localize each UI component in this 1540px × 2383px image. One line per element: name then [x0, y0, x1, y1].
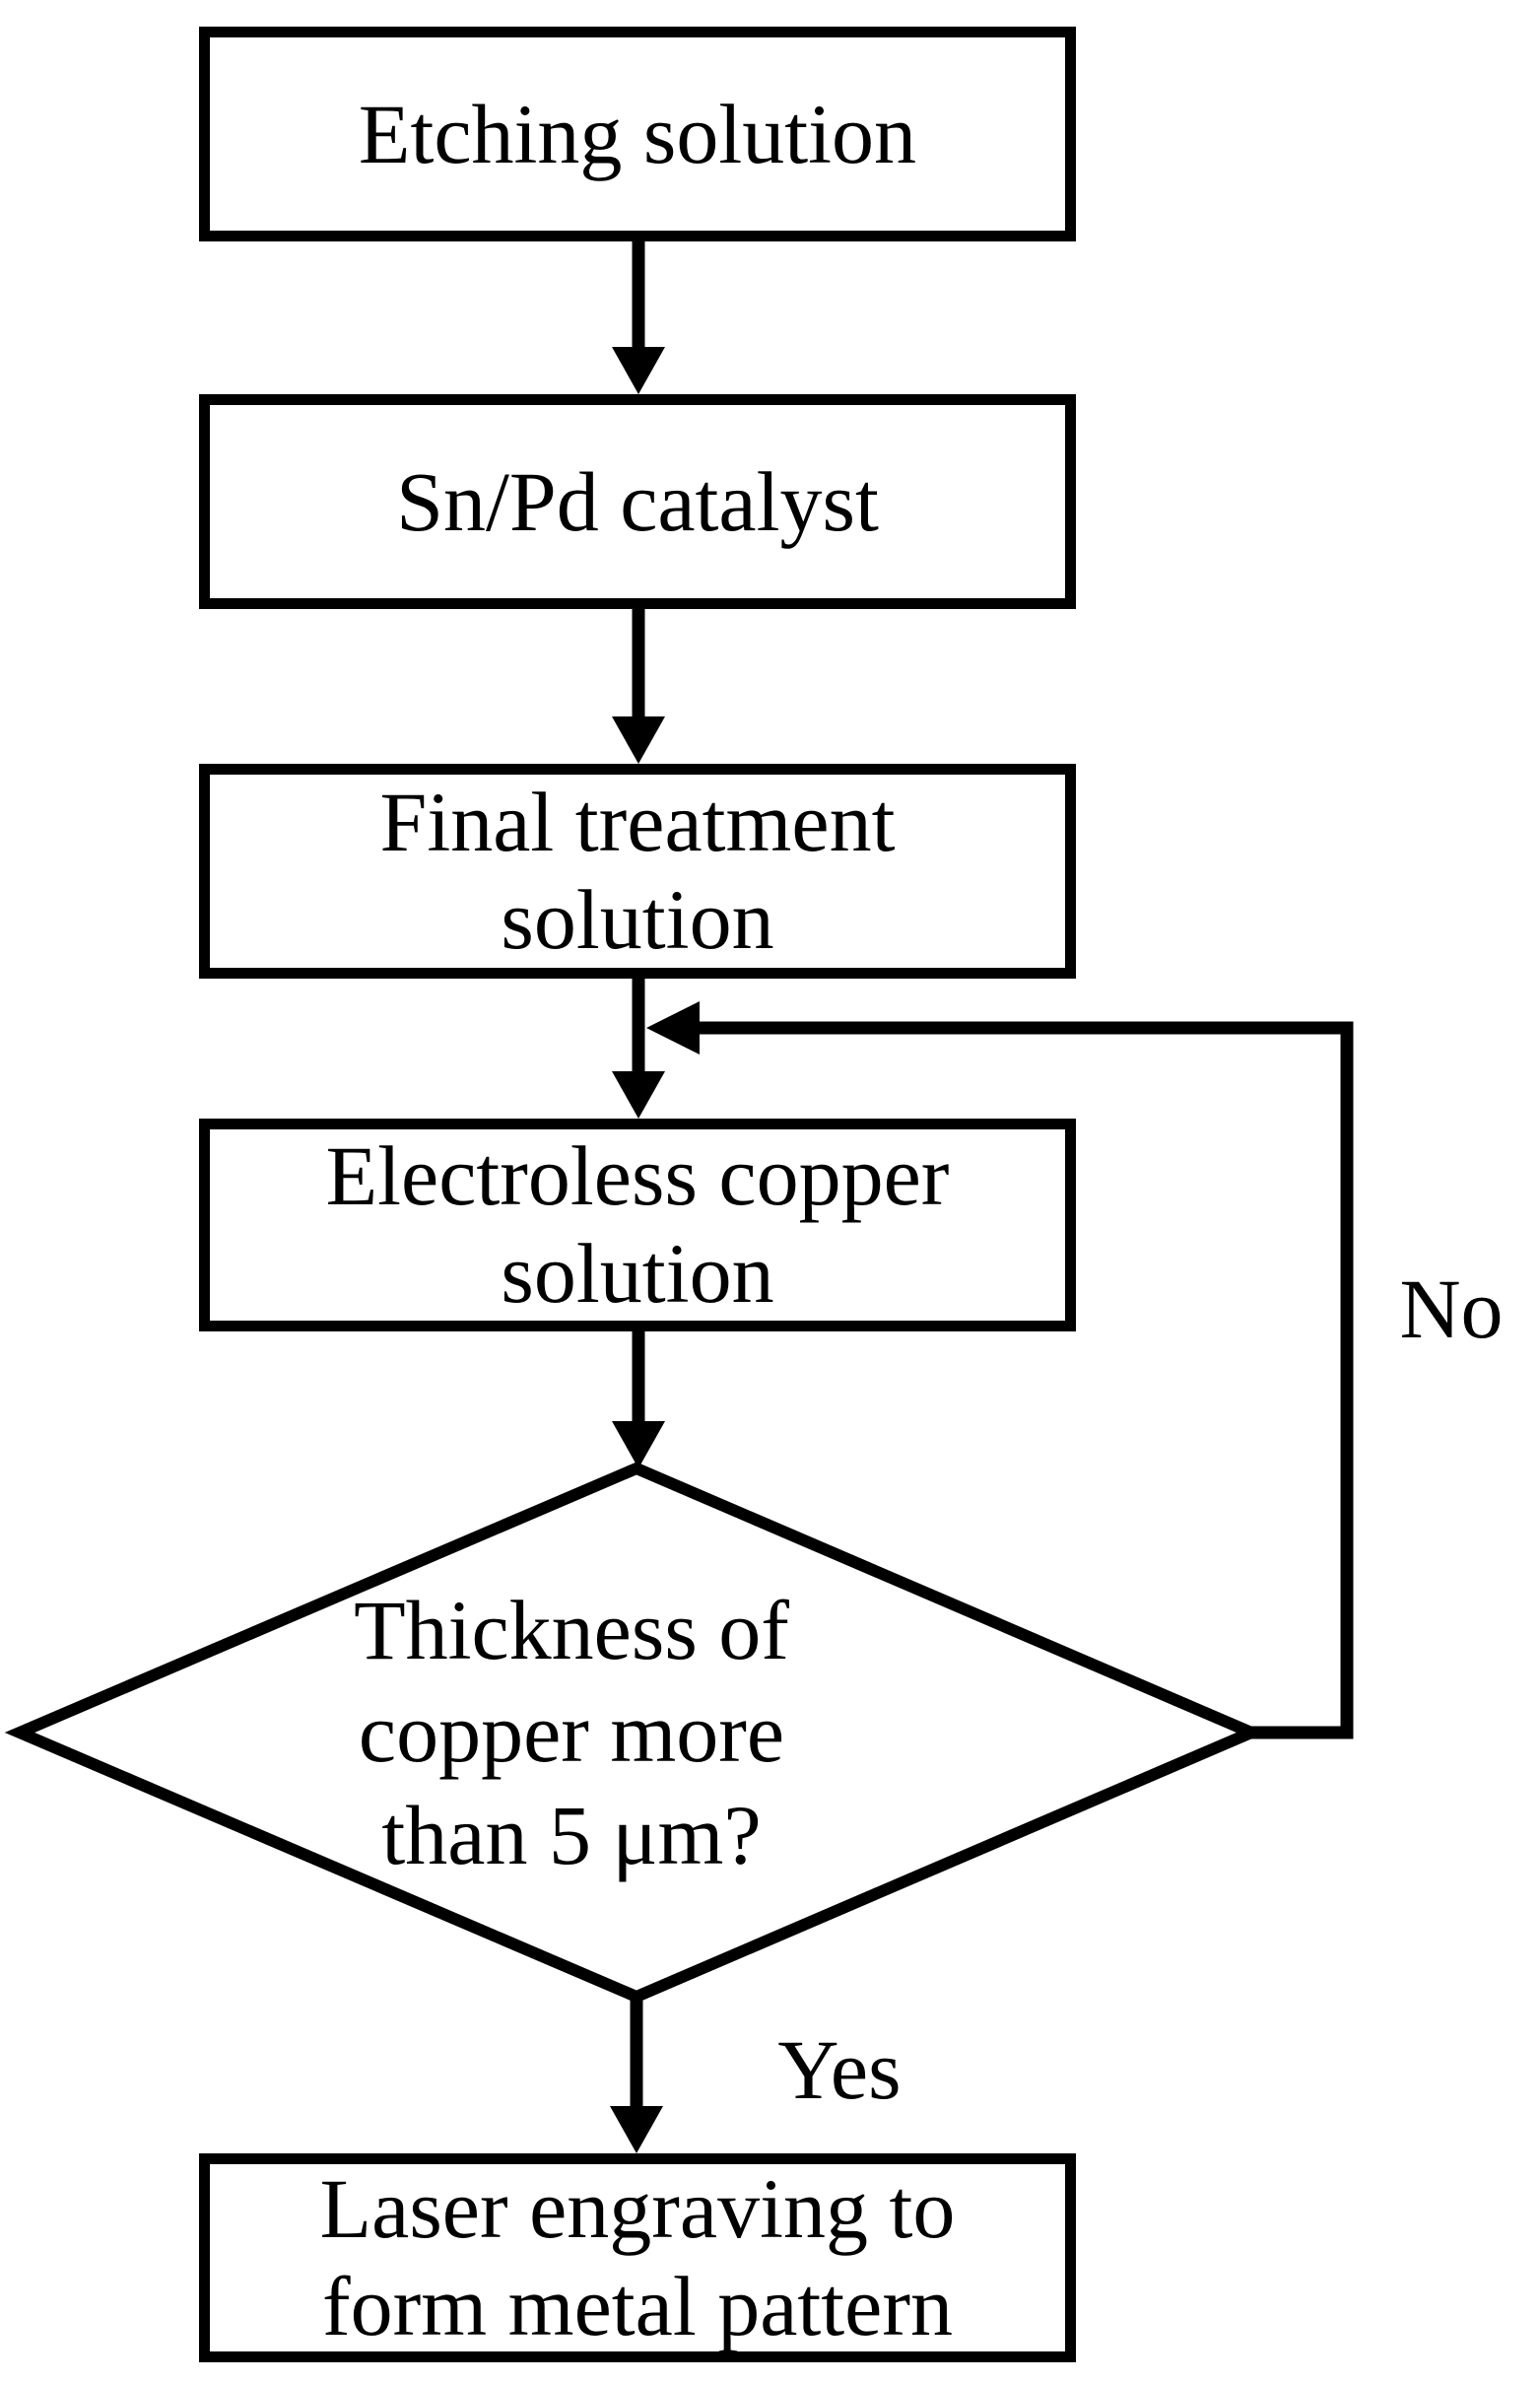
- arrow-final-to-electroless: [612, 975, 665, 1119]
- box-final-treatment-line-1: Final treatment: [379, 775, 896, 869]
- box-sn-pd-catalyst-label: Sn/Pd catalyst: [396, 453, 879, 549]
- box-laser-engraving-line-1: Laser engraving to: [319, 2161, 956, 2256]
- box-electroless-copper-line-2: solution: [501, 1226, 774, 1321]
- box-laser-engraving-line-2: form metal pattern: [322, 2259, 953, 2353]
- arrow-etching-to-catalyst: [612, 237, 665, 394]
- box-final-treatment-solution: Final treatment solution: [199, 764, 1076, 979]
- arrow-decision-to-laser: [610, 1997, 663, 2153]
- box-etching-solution: Etching solution: [199, 27, 1076, 241]
- decision-diamond-label: Thickness of copper more than 5 μm?: [79, 1537, 1064, 1928]
- no-feedback-path: [646, 1001, 1354, 1739]
- arrow-electroless-to-decision: [612, 1327, 665, 1468]
- yes-branch-label: Yes: [777, 2022, 902, 2117]
- box-laser-engraving: Laser engraving to form metal pattern: [199, 2153, 1076, 2362]
- no-branch-label: No: [1399, 1261, 1504, 1356]
- decision-line-3: than 5 μm?: [381, 1788, 762, 1882]
- box-electroless-copper-line-1: Electroless copper: [325, 1128, 950, 1223]
- decision-line-1: Thickness of: [354, 1583, 789, 1677]
- box-electroless-copper-solution: Electroless copper solution: [199, 1119, 1076, 1331]
- decision-line-2: copper more: [358, 1685, 785, 1780]
- box-final-treatment-line-2: solution: [501, 872, 774, 967]
- box-sn-pd-catalyst: Sn/Pd catalyst: [199, 394, 1076, 609]
- box-etching-solution-label: Etching solution: [358, 86, 917, 181]
- arrow-catalyst-to-final: [612, 605, 665, 764]
